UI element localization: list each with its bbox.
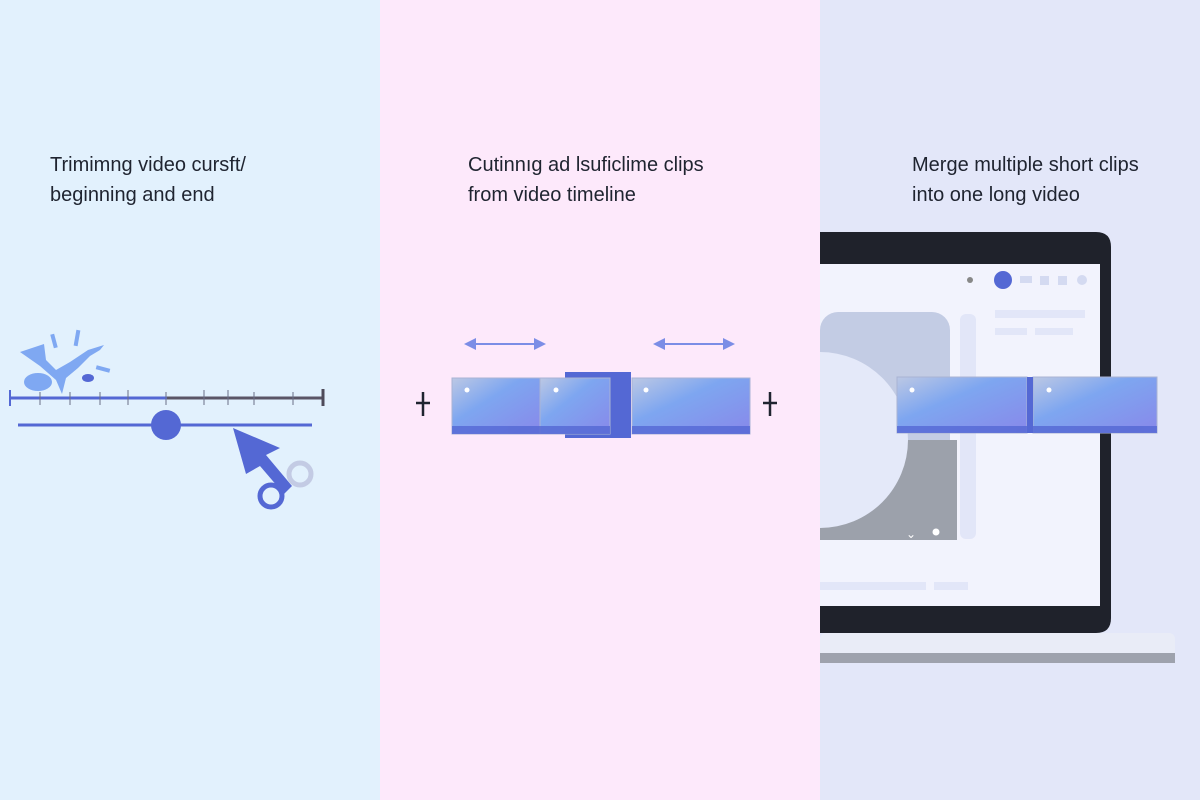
panel-merge: ⌄ Merge multiple short clips into one lo… [820,0,1200,800]
cut-marker-icon [763,392,777,416]
caption-merge: Merge multiple short clips into one long… [912,150,1139,210]
clip-icon [896,376,1028,434]
caption-line: into one long video [912,184,1080,206]
clip-icon [451,377,541,435]
clip-icon [1032,376,1158,434]
clip-icon [631,377,751,435]
merge-illustration: ⌄ [820,232,1175,663]
trim-illustration [9,329,325,510]
timeline-icon [9,389,325,406]
cut-marker-icon [416,392,430,416]
caption-trim: Trimimng video cursft/ beginning and end [50,150,246,210]
panel-trim: Trimimng video cursft/ beginning and end [0,0,380,800]
chevron-down-icon: ⌄ [906,527,916,541]
cursor-icon [233,428,292,494]
caption-line: Merge multiple short clips [912,154,1139,176]
caption-line: beginning and end [50,184,215,206]
break-icon [20,329,111,394]
clip-icon [539,377,611,435]
caption-line: Cutinnıg ad lsuficlime clips [468,154,704,176]
caption-cut: Cutinnıg ad lsuficlime clips from video … [468,150,704,210]
laptop-icon: ⌄ [820,232,1175,663]
caption-line: Trimimng video cursft/ [50,154,246,176]
scissors-icon [257,460,314,510]
cut-illustration [416,338,777,438]
caption-line: from video timeline [468,184,636,206]
panel-cut: Cutinnıg ad lsuficlime clips from video … [380,0,820,800]
scrubber-icon[interactable] [18,410,312,440]
